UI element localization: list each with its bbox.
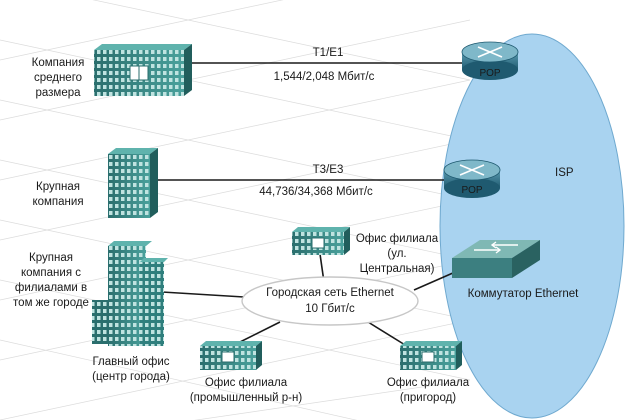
building-icon-large [108, 148, 158, 218]
link-t3-speed: 44,736/34,368 Мбит/с [259, 186, 373, 198]
background-grid [0, 0, 471, 420]
connection-lines [158, 62, 479, 349]
isp-cloud [439, 33, 625, 419]
pop-label-middle: POP [461, 185, 483, 196]
link-t1-name: T1/E1 [312, 47, 344, 59]
link-metro-main [161, 291, 245, 298]
router-icon-pop-middle [443, 159, 501, 198]
metro-ethernet-name: Городская сеть Ethernet [266, 287, 394, 299]
building-icon-medium [94, 44, 192, 96]
label-main-office: Главный офис (центр города) [92, 356, 170, 383]
label-medium-company: Компания среднего размера [31, 57, 85, 99]
link-metro-industrial [235, 321, 281, 345]
label-large-company-branches: Крупная компания с филиалами в том же го… [13, 252, 89, 309]
building-icon-suburb-branch [400, 341, 462, 370]
label-suburb-branch: Офис филиала (пригород) [386, 377, 470, 404]
label-central-branch: Офис филиала (ул. Центральная) [355, 233, 439, 275]
router-icon-pop-top [461, 41, 519, 80]
building-icon-central-branch [292, 227, 350, 255]
switch-label: Коммутатор Ethernet [467, 288, 579, 300]
label-large-company: Крупная компания [32, 181, 84, 208]
link-t3-name: T3/E3 [312, 164, 344, 176]
metro-ethernet-label: Городская сеть Ethernet 10 Гбит/с [245, 285, 415, 317]
label-industrial-branch: Офис филиала (промышленный р-н) [189, 377, 303, 404]
switch-icon [452, 240, 540, 278]
building-icon-industrial-branch [200, 341, 262, 370]
pop-label-top: POP [479, 68, 501, 79]
metro-ethernet-cloud [241, 276, 419, 326]
isp-label: ISP [555, 167, 574, 179]
metro-ethernet-speed: 10 Гбит/с [305, 303, 355, 315]
link-t1-speed: 1,544/2,048 Мбит/с [273, 71, 375, 83]
building-icon-main-office [92, 241, 168, 346]
